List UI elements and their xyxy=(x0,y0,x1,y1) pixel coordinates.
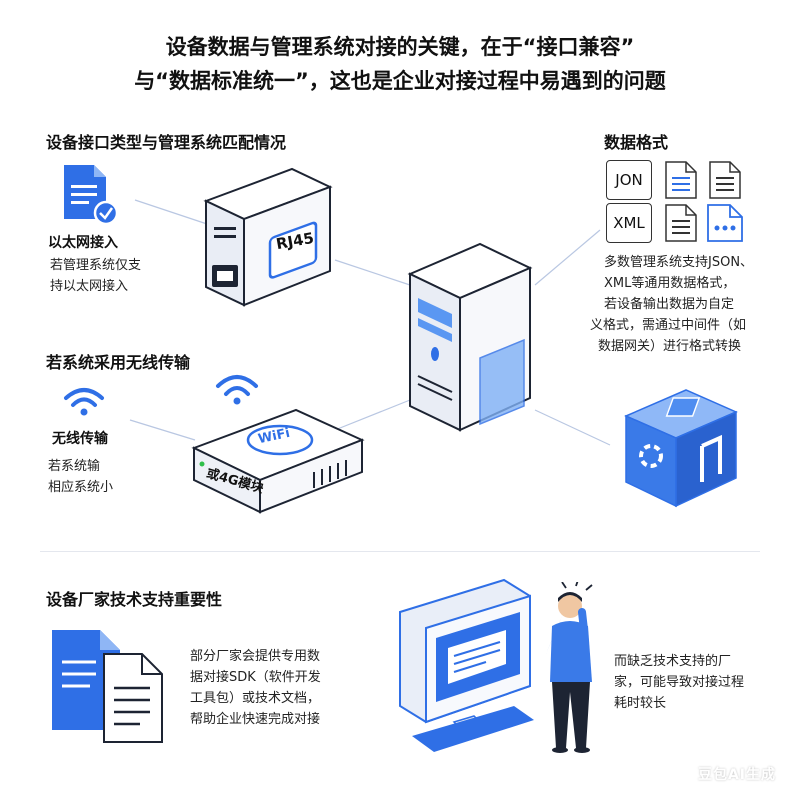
format-desc-3: 若设备输出数据为自定 xyxy=(604,297,735,312)
central-server xyxy=(407,242,533,432)
router-wifi-icon xyxy=(216,375,258,405)
document-text-icon xyxy=(709,161,741,199)
format-desc-4: 义格式，需通过中间件（如 xyxy=(590,318,747,333)
connector-ethernet xyxy=(134,199,211,226)
page-title-line-1: 设备数据与管理系统对接的关键，在于“接口兼容” xyxy=(165,35,635,59)
section-title-support: 设备厂家技术支持重要性 xyxy=(46,590,223,609)
connector-wireless xyxy=(129,419,196,441)
format-desc-5: 数据网关）进行格式转换 xyxy=(598,339,742,354)
section-title-wireless: 若系统采用无线传输 xyxy=(46,353,191,372)
support-risk-1: 而缺乏技术支持的厂 xyxy=(614,654,732,669)
stressed-person-icon xyxy=(546,582,593,753)
section-title-interface: 设备接口类型与管理系统匹配情况 xyxy=(46,133,287,152)
document-list-icon xyxy=(665,204,697,242)
support-desc-1: 部分厂家会提供专用数 xyxy=(190,649,321,664)
wireless-desc-1: 若系统输 xyxy=(48,459,101,474)
connector-router-server xyxy=(334,399,411,431)
json-format-box: JON xyxy=(606,160,652,200)
support-risk-2: 家，可能导致对接过程 xyxy=(614,675,745,690)
ethernet-desc-2: 持以太网接入 xyxy=(50,279,129,294)
wifi-icon xyxy=(64,388,104,416)
format-desc-1: 多数管理系统支持JSON、 xyxy=(604,255,754,270)
page-title-line-2: 与“数据标准统一”，这也是企业对接过程中易遇到的问题 xyxy=(134,69,666,93)
documents-icon xyxy=(52,630,163,743)
document-lines-icon xyxy=(665,161,697,199)
gateway-cube-icon xyxy=(624,389,738,508)
support-desc-2: 据对接SDK（软件开发 xyxy=(190,670,321,685)
computer-monitor-icon xyxy=(399,578,534,752)
connector-cube xyxy=(534,409,611,446)
document-more-icon xyxy=(707,204,743,242)
support-desc-3: 工具包）或技术文档， xyxy=(190,691,321,706)
wireless-router xyxy=(191,408,365,514)
support-risk-3: 耗时较长 xyxy=(614,696,667,711)
ethernet-device xyxy=(203,167,333,307)
support-desc-4: 帮助企业快速完成对接 xyxy=(190,712,321,727)
section-divider xyxy=(40,551,760,552)
watermark-text: 豆包AI生成 xyxy=(697,767,776,783)
format-desc-2: XML等通用数据格式， xyxy=(604,276,736,291)
section-title-format: 数据格式 xyxy=(604,133,669,152)
ethernet-desc-1: 若管理系统仅支 xyxy=(50,258,142,273)
wireless-label: 无线传输 xyxy=(52,431,108,447)
wireless-desc-2: 相应系统小 xyxy=(48,480,114,495)
ethernet-label: 以太网接入 xyxy=(48,235,118,251)
connector-format xyxy=(534,229,601,286)
document-check-icon xyxy=(64,165,119,226)
connector-server-left xyxy=(334,259,411,286)
xml-format-box: XML xyxy=(606,203,652,243)
